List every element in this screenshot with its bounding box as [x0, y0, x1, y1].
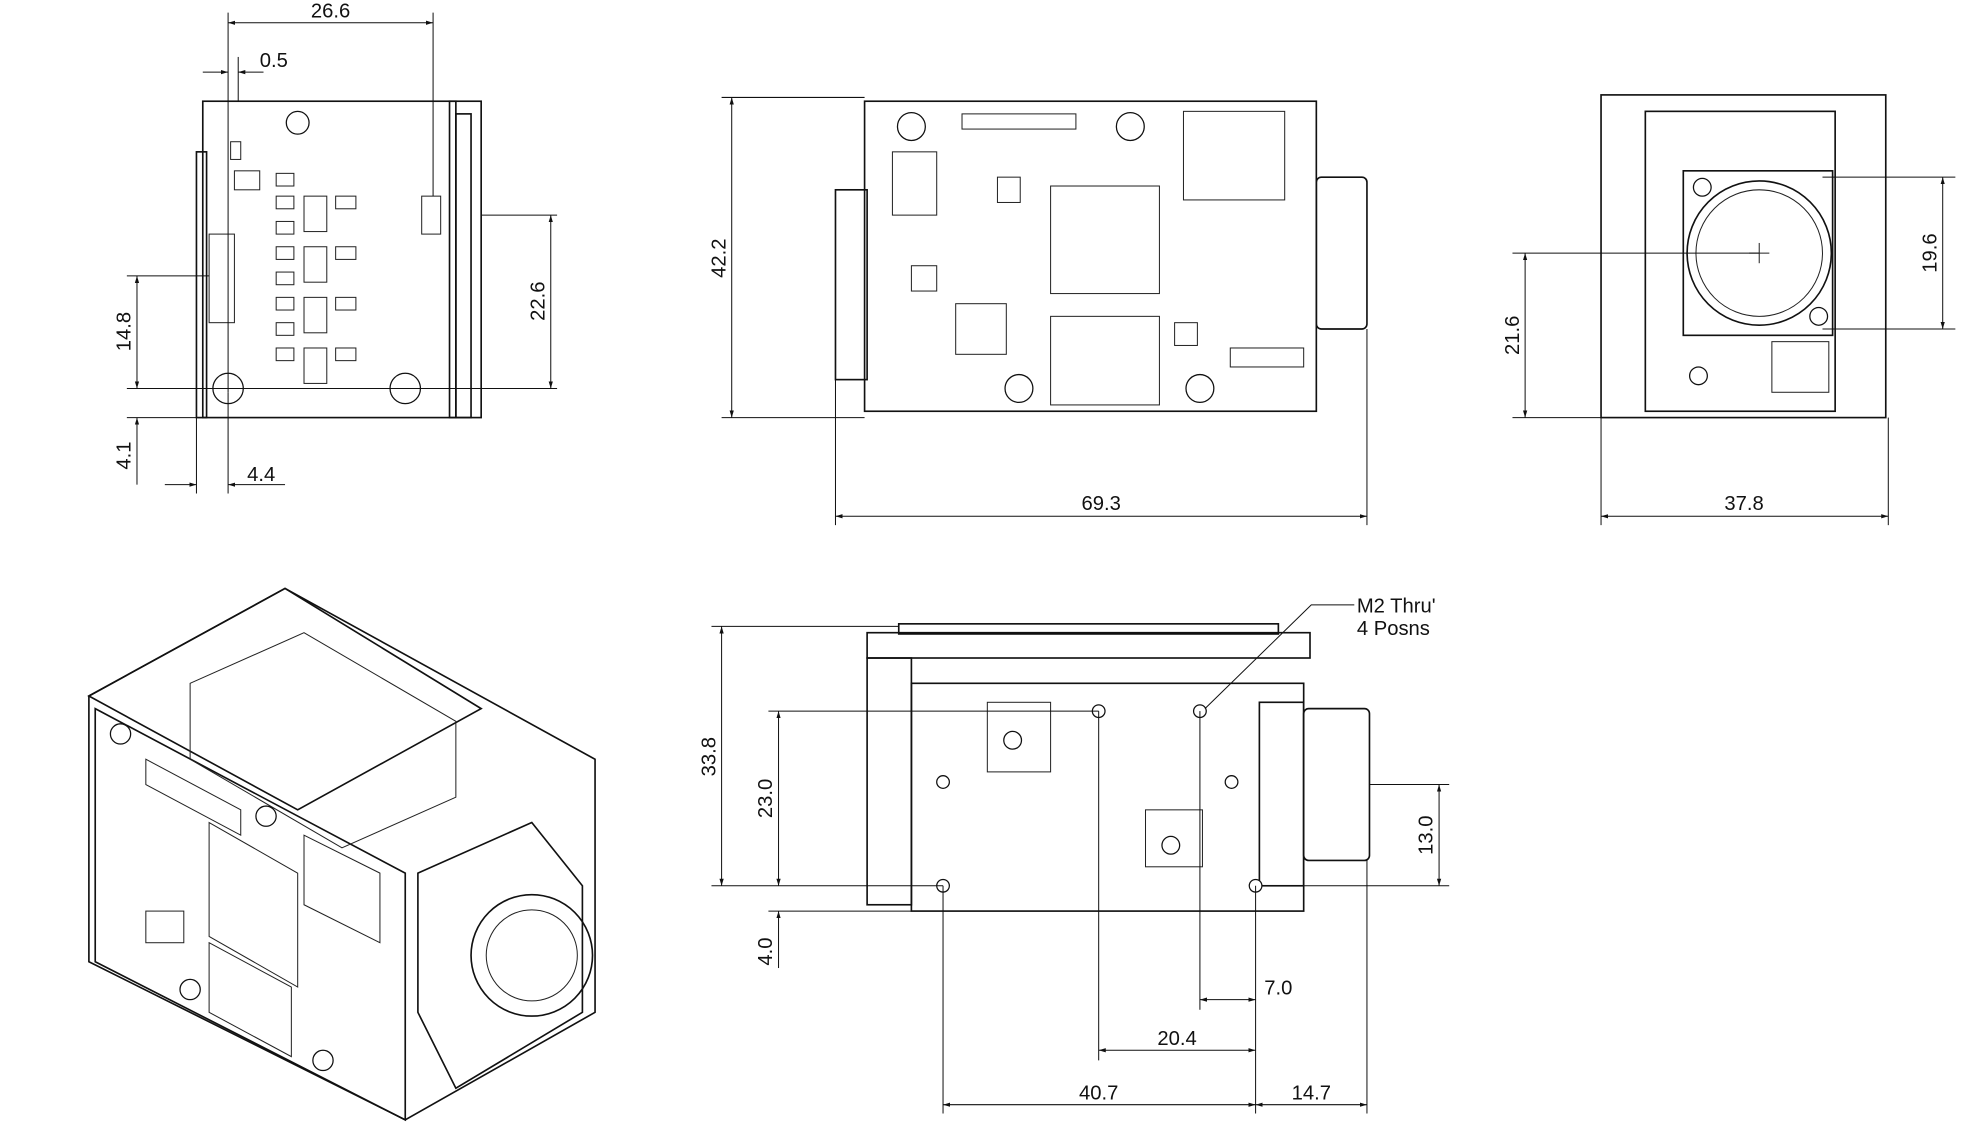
dim-height: 33.8 [698, 737, 720, 776]
isometric-view [87, 587, 596, 1122]
pcb-outline [866, 631, 1311, 659]
screw-icon [1809, 306, 1829, 326]
side-board [448, 100, 482, 419]
dim-hole-height: 14.8 [114, 312, 136, 351]
dim-width: 37.8 [1724, 493, 1763, 515]
screw-icon [109, 723, 132, 745]
lens-circle [470, 893, 594, 1017]
pcb-outline [863, 100, 1318, 413]
annotation-line1: M2 Thru' [1357, 595, 1436, 617]
screw-icon [1185, 373, 1215, 404]
screw-icon [1004, 373, 1034, 404]
housing-outline [1600, 94, 1887, 419]
screw-icon [312, 1049, 334, 1072]
dim-length: 69.3 [1082, 493, 1121, 515]
dim-bottom: 4.1 [114, 441, 136, 469]
screw-icon [255, 805, 277, 827]
dim-height: 42.2 [708, 238, 730, 277]
housing-outline [910, 682, 1305, 912]
screw-icon [1115, 111, 1145, 142]
dim-lens-center-from-top: 19.6 [1919, 233, 1941, 272]
dim-connector-height: 22.6 [527, 281, 549, 320]
dim-lens-height: 13.0 [1416, 815, 1438, 854]
underside-view: M2 Thru' 4 Posns 33.8 23.0 4.0 13.0 7.0 … [698, 595, 1450, 1114]
dim-hole-inset: 4.4 [247, 464, 275, 486]
screw-icon [1692, 177, 1712, 197]
dim-lens-center-height: 21.6 [1502, 316, 1524, 355]
end-view: 19.6 21.6 37.8 [1502, 94, 1956, 526]
lens [1315, 176, 1368, 330]
screw-icon [896, 111, 926, 142]
connector [421, 195, 442, 235]
dim-hole-spacing-a: 7.0 [1264, 978, 1292, 1000]
mounting-holes [936, 704, 1263, 893]
dim-width: 26.6 [311, 1, 350, 23]
dim-offset: 0.5 [260, 50, 288, 72]
dim-hole-span: 40.7 [1079, 1083, 1118, 1105]
dim-hole-offset-v: 4.0 [755, 938, 777, 966]
screw-icon [285, 110, 310, 135]
dim-hole-spacing-v: 23.0 [755, 779, 777, 818]
annotation-line2: 4 Posns [1357, 618, 1430, 640]
screw-icon [179, 978, 201, 1001]
connector [208, 233, 235, 324]
lens [1302, 707, 1371, 862]
screw-icon [1688, 366, 1708, 386]
side-view: 26.6 0.5 14.8 22.6 4.1 4.4 [114, 1, 558, 494]
dim-hole-spacing-b: 20.4 [1157, 1028, 1196, 1050]
dim-lens-length: 14.7 [1292, 1083, 1331, 1105]
front-view: 42.2 69.3 [708, 96, 1368, 526]
